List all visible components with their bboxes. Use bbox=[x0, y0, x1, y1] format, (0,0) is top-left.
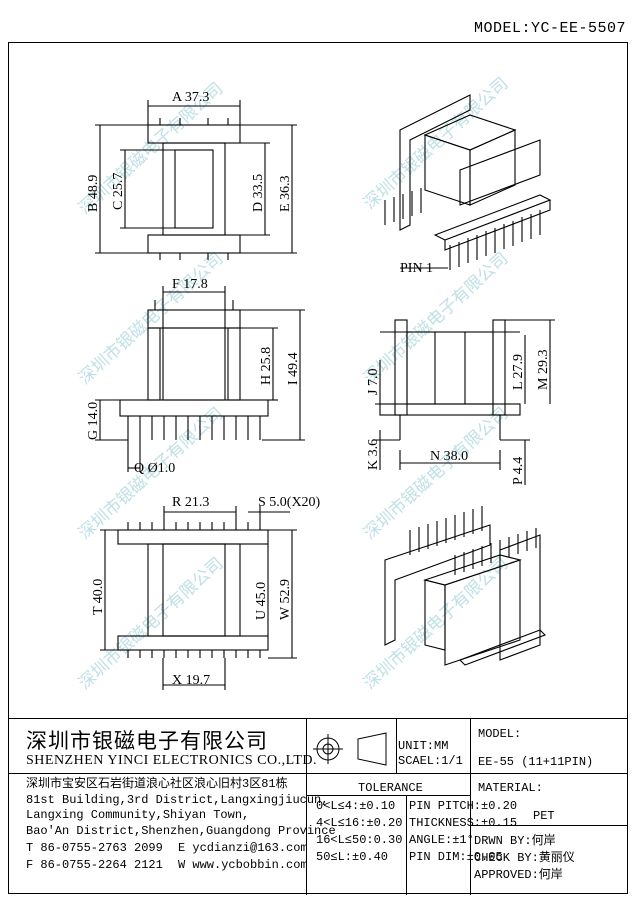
tolerance-cell: 16<L≤50:0.30 bbox=[316, 833, 403, 847]
dim-q-label: Q Ø1.0 bbox=[134, 461, 175, 476]
address-block: 深圳市宝安区石岩街道浪心社区浪心旧村3区81栋 81st Building,3r… bbox=[26, 777, 336, 839]
dim-b-label: B 48.9 bbox=[86, 175, 101, 212]
approved-by: APPROVED:何岸 bbox=[474, 868, 563, 882]
tolerance-cell: THICKNESS:±0.15 bbox=[409, 816, 518, 830]
side-view bbox=[375, 319, 555, 485]
dim-r-label: R 21.3 bbox=[172, 495, 209, 510]
iso-view-top bbox=[384, 94, 552, 270]
dim-l-label: L 27.9 bbox=[511, 354, 526, 390]
fax: F 86-0755-2264 2121 bbox=[26, 858, 163, 872]
material-label: MATERIAL: bbox=[478, 781, 543, 795]
email: E ycdianzi@163.com bbox=[178, 841, 308, 855]
scale-label: SCAEL:1/1 bbox=[398, 754, 463, 768]
tolerance-cell: 0<L≤4:±0.10 bbox=[316, 799, 396, 813]
watermark: 深圳市银磁电子有限公司 bbox=[75, 249, 227, 389]
bottom-view bbox=[100, 506, 297, 690]
top-view bbox=[95, 100, 297, 260]
address-line: Bao'An District,Shenzhen,Guangdong Provi… bbox=[26, 823, 336, 838]
dim-a-label: A 37.3 bbox=[172, 90, 209, 105]
model-label: MODEL: bbox=[478, 727, 522, 741]
address-line: 81st Building,3rd District,Langxingjiucu… bbox=[26, 792, 329, 807]
tolerance-title: TOLERANCE bbox=[358, 781, 423, 795]
watermark: 深圳市银磁电子有限公司 bbox=[360, 74, 512, 214]
watermark: 深圳市银磁电子有限公司 bbox=[360, 404, 512, 544]
dim-d-label: D 33.5 bbox=[251, 174, 266, 212]
address-line: 深圳市宝安区石岩街道浪心社区浪心旧村3区81栋 bbox=[26, 777, 288, 791]
checked-by: CHECK BY:黄丽仪 bbox=[474, 851, 575, 865]
tolerance-cell: PIN PITCH:±0.20 bbox=[409, 799, 518, 813]
drawn-by: DRWN BY:何岸 bbox=[474, 834, 556, 848]
tolerance-cell: ANGLE:±1° bbox=[409, 833, 474, 847]
projection-symbol-icon bbox=[313, 732, 387, 766]
watermark: 深圳市银磁电子有限公司 bbox=[360, 554, 512, 694]
dim-x-label: X 19.7 bbox=[172, 673, 210, 688]
dim-w-label: W 52.9 bbox=[278, 579, 293, 620]
dim-u-label: U 45.0 bbox=[254, 582, 269, 620]
tolerance-cell: PIN DIM:±0.05 bbox=[409, 850, 503, 864]
dim-k-label: K 3.6 bbox=[366, 439, 381, 470]
dim-e-label: E 36.3 bbox=[278, 175, 293, 212]
company-name-cn: 深圳市银磁电子有限公司 bbox=[26, 729, 268, 753]
material-value: PET bbox=[533, 809, 555, 823]
dim-g-label: G 14.0 bbox=[86, 402, 101, 440]
website: W www.ycbobbin.com bbox=[178, 858, 308, 872]
dim-t-label: T 40.0 bbox=[91, 579, 106, 615]
model-value: EE-55 (11+11PIN) bbox=[478, 755, 594, 769]
watermark: 深圳市银磁电子有限公司 bbox=[360, 249, 512, 389]
dim-c-label: C 25.7 bbox=[111, 173, 126, 210]
tolerance-cell: 50≤L:±0.40 bbox=[316, 850, 389, 864]
pin1-label: PIN 1 bbox=[400, 261, 433, 276]
tolerance-cell: 4<L≤16:±0.20 bbox=[316, 816, 403, 830]
tel: T 86-0755-2763 2099 bbox=[26, 841, 163, 855]
dim-f-label: F 17.8 bbox=[172, 277, 208, 292]
dim-h-label: H 25.8 bbox=[259, 347, 274, 385]
front-view bbox=[95, 286, 305, 472]
model-header: MODEL:YC-EE-5507 bbox=[473, 20, 626, 37]
dim-m-label: M 29.3 bbox=[536, 350, 551, 390]
title-block: 深圳市银磁电子有限公司 SHENZHEN YINCI ELECTRONICS C… bbox=[8, 718, 628, 895]
dim-n-label: N 38.0 bbox=[430, 449, 468, 464]
dim-i-label: I 49.4 bbox=[286, 352, 301, 385]
dim-p-label: P 4.4 bbox=[511, 457, 526, 485]
dim-s-label: S 5.0(X20) bbox=[258, 495, 321, 510]
iso-view-bottom bbox=[384, 506, 546, 666]
address-line: Langxing Community,Shiyan Town, bbox=[26, 808, 250, 822]
dim-j-label: J 7.0 bbox=[366, 369, 381, 395]
drawing-frame bbox=[8, 42, 628, 894]
company-name-en: SHENZHEN YINCI ELECTRONICS CO.,LTD. bbox=[26, 753, 318, 768]
unit-label: UNIT:MM bbox=[398, 739, 449, 753]
